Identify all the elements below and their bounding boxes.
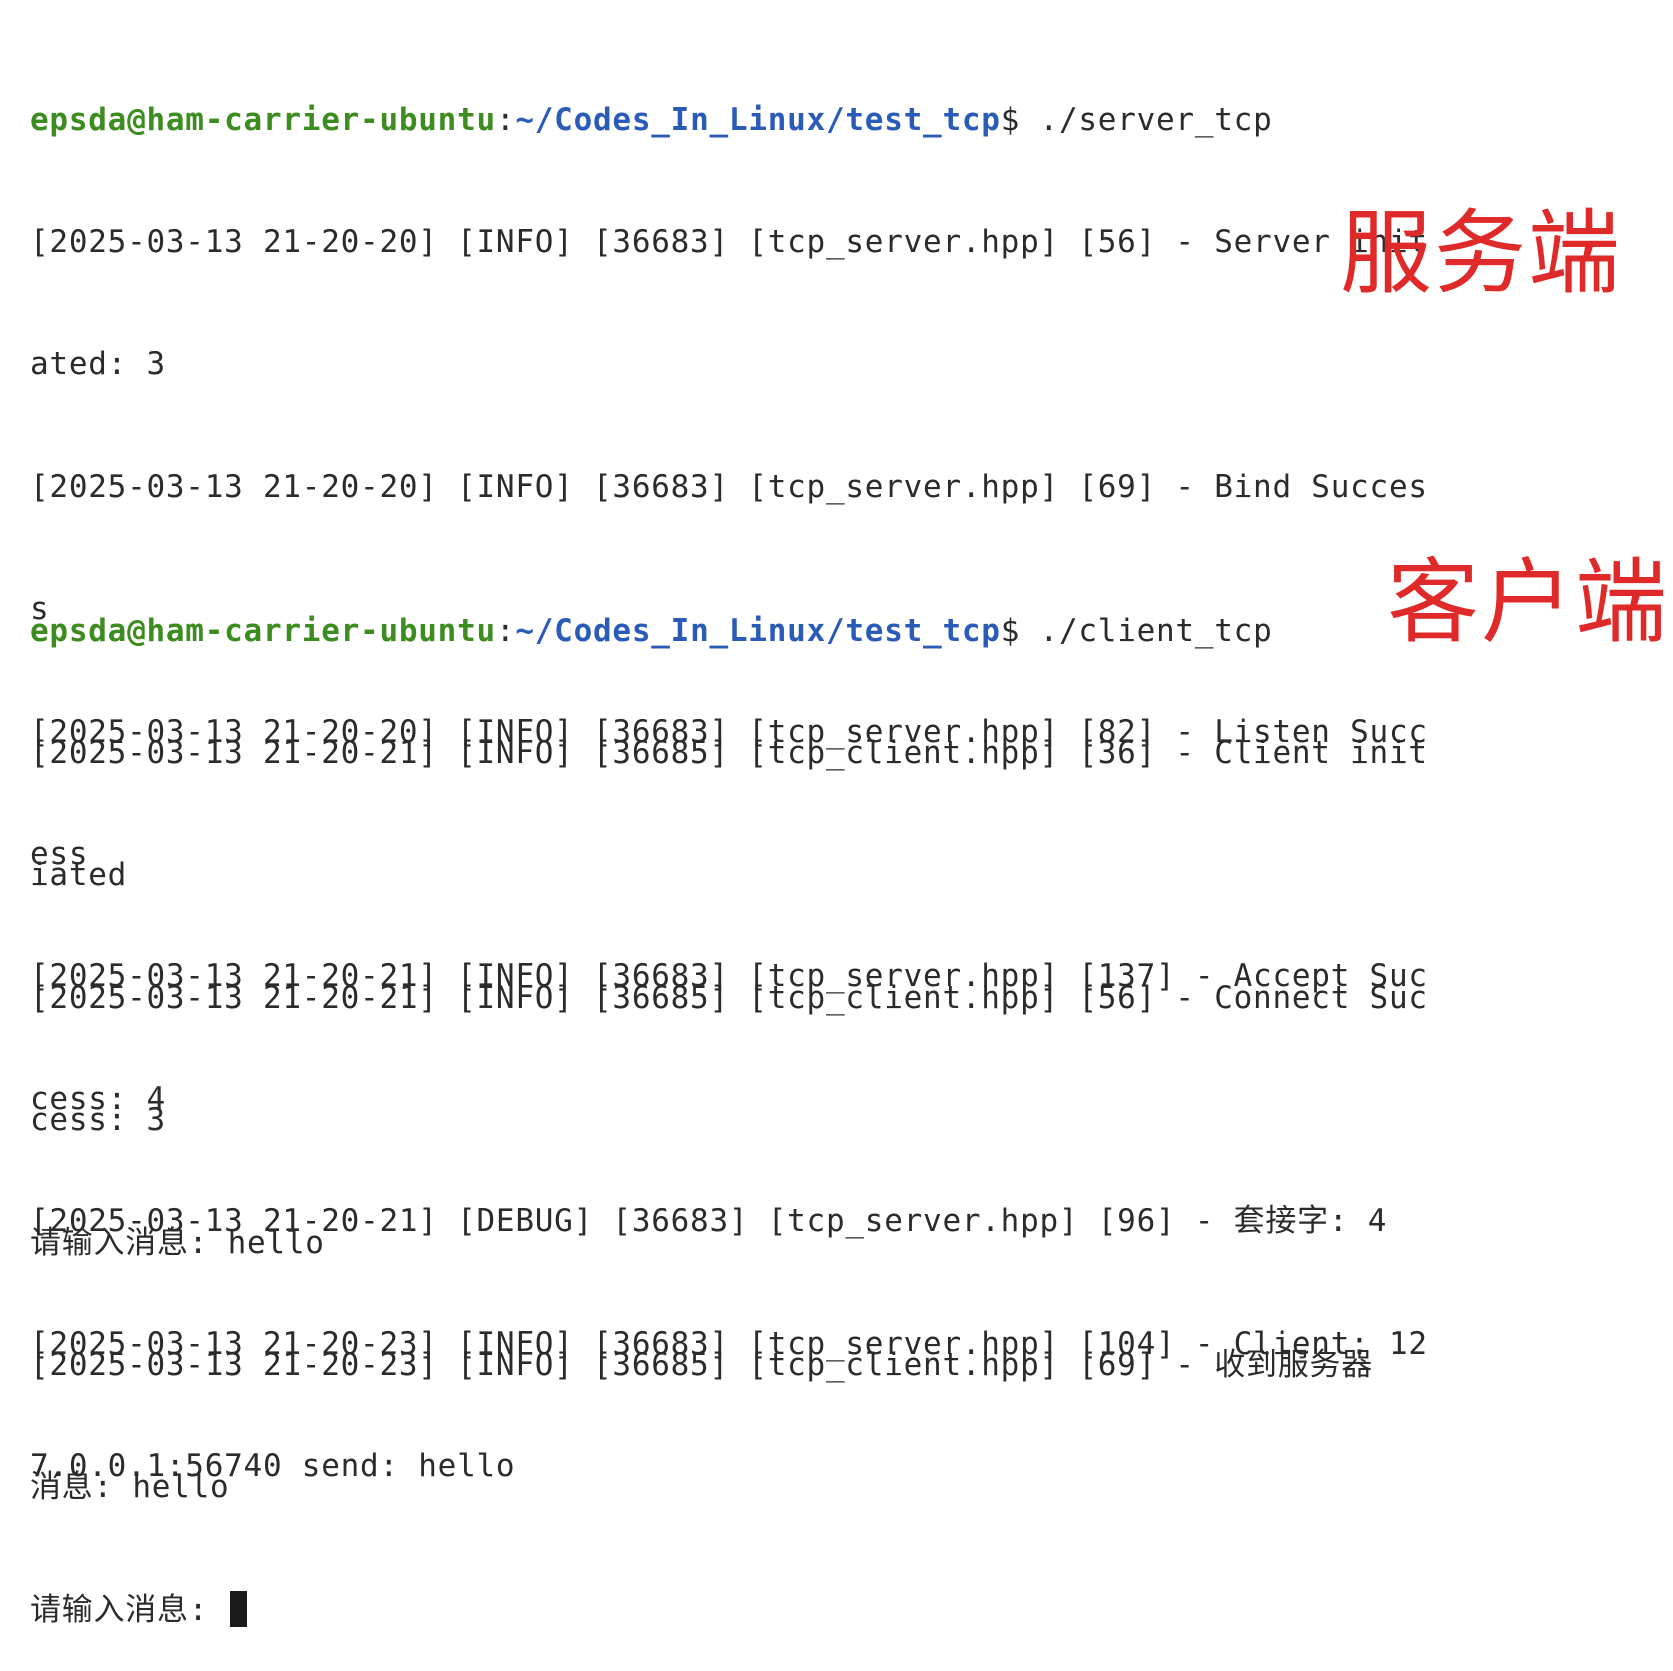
client-terminal-output[interactable]: epsda@ham-carrier-ubuntu:~/Codes_In_Linu… (30, 529, 1428, 1671)
server-prompt-line: epsda@ham-carrier-ubuntu:~/Codes_In_Linu… (30, 100, 1428, 141)
server-annotation-label: 服务端 (1340, 200, 1623, 307)
log-line: s (30, 591, 50, 628)
server-command: ./server_tcp (1020, 101, 1273, 138)
input-prompt-line[interactable]: 请输入消息: (30, 1590, 1428, 1631)
log-line: iated (30, 857, 128, 894)
client-command: ./client_tcp (1020, 612, 1273, 649)
log-line: [2025-03-13 21-20-23] [INFO] [36685] [tc… (30, 1346, 1373, 1383)
prompt-dollar: $ (1000, 101, 1021, 138)
log-line: cess: 3 (30, 1102, 166, 1139)
log-line: ated: 3 (30, 346, 166, 383)
log-line: 消息: hello (30, 1469, 230, 1506)
prompt-user-host: epsda@ham-carrier-ubuntu (30, 101, 496, 138)
prompt-colon: : (495, 612, 516, 649)
log-line: [2025-03-13 21-20-21] [INFO] [36685] [tc… (30, 734, 1428, 771)
log-line: [2025-03-13 21-20-20] [INFO] [36683] [tc… (30, 713, 1428, 750)
log-line: [2025-03-13 21-20-20] [INFO] [36683] [tc… (30, 223, 1428, 260)
log-line: ess (30, 835, 89, 872)
prompt-colon: : (495, 101, 516, 138)
log-line: [2025-03-13 21-20-21] [INFO] [36685] [tc… (30, 979, 1428, 1016)
log-line: [2025-03-13 21-20-20] [INFO] [36683] [tc… (30, 468, 1428, 505)
input-prompt-label: 请输入消息: (30, 1591, 228, 1628)
client-annotation-label: 客户端 (1387, 549, 1670, 656)
log-line: 请输入消息: hello (30, 1224, 325, 1261)
prompt-dollar: $ (1000, 612, 1021, 649)
client-prompt-line: epsda@ham-carrier-ubuntu:~/Codes_In_Linu… (30, 611, 1428, 652)
text-cursor[interactable] (229, 1590, 247, 1627)
prompt-user-host: epsda@ham-carrier-ubuntu (30, 612, 496, 649)
prompt-path: ~/Codes_In_Linux/test_tcp (515, 612, 1001, 649)
prompt-path: ~/Codes_In_Linux/test_tcp (515, 101, 1001, 138)
